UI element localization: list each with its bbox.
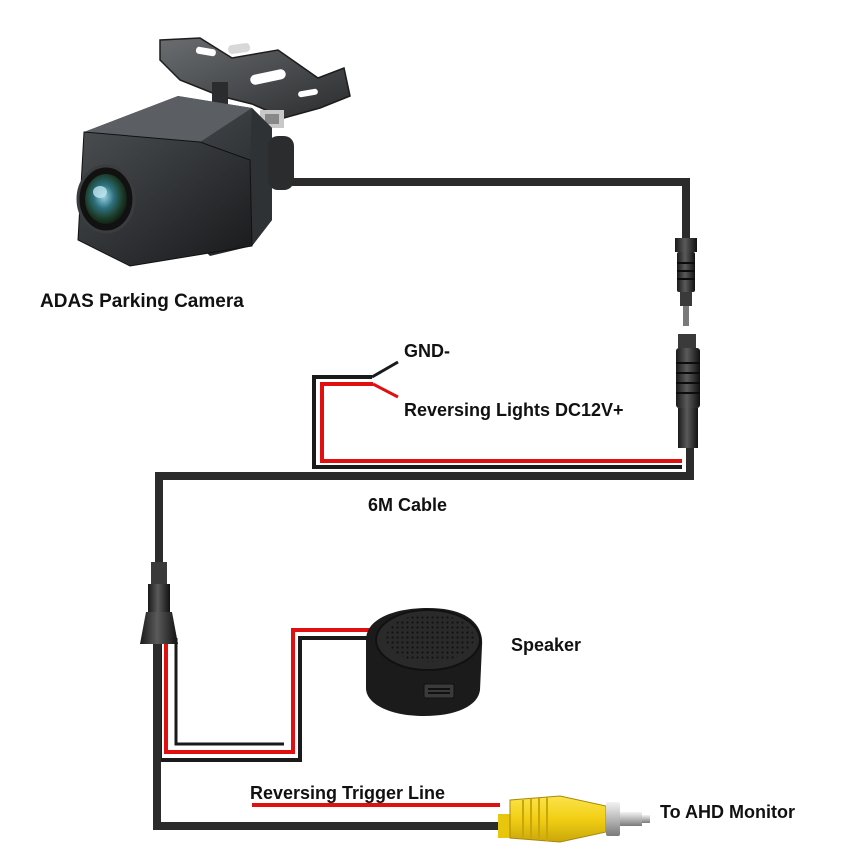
cable-camera-to-connector bbox=[262, 178, 690, 240]
speaker-wire-loop bbox=[158, 628, 372, 762]
connector-female bbox=[676, 334, 700, 448]
label-speaker: Speaker bbox=[511, 635, 581, 655]
rca-plug bbox=[498, 795, 650, 843]
monitor-cable bbox=[153, 640, 500, 830]
speaker bbox=[366, 608, 483, 716]
connector-splitter bbox=[140, 562, 178, 644]
label-gnd: GND- bbox=[404, 341, 450, 361]
adas-parking-camera bbox=[76, 37, 351, 267]
label-trigger-line: Reversing Trigger Line bbox=[250, 783, 445, 803]
label-cable: 6M Cable bbox=[368, 495, 447, 515]
main-6m-cable bbox=[155, 440, 694, 566]
label-monitor: To AHD Monitor bbox=[660, 802, 795, 822]
power-wire-loop bbox=[312, 360, 682, 469]
label-camera: ADAS Parking Camera bbox=[40, 291, 244, 312]
label-reversing-lights: Reversing Lights DC12V+ bbox=[404, 400, 624, 420]
connector-male-top bbox=[675, 238, 697, 326]
